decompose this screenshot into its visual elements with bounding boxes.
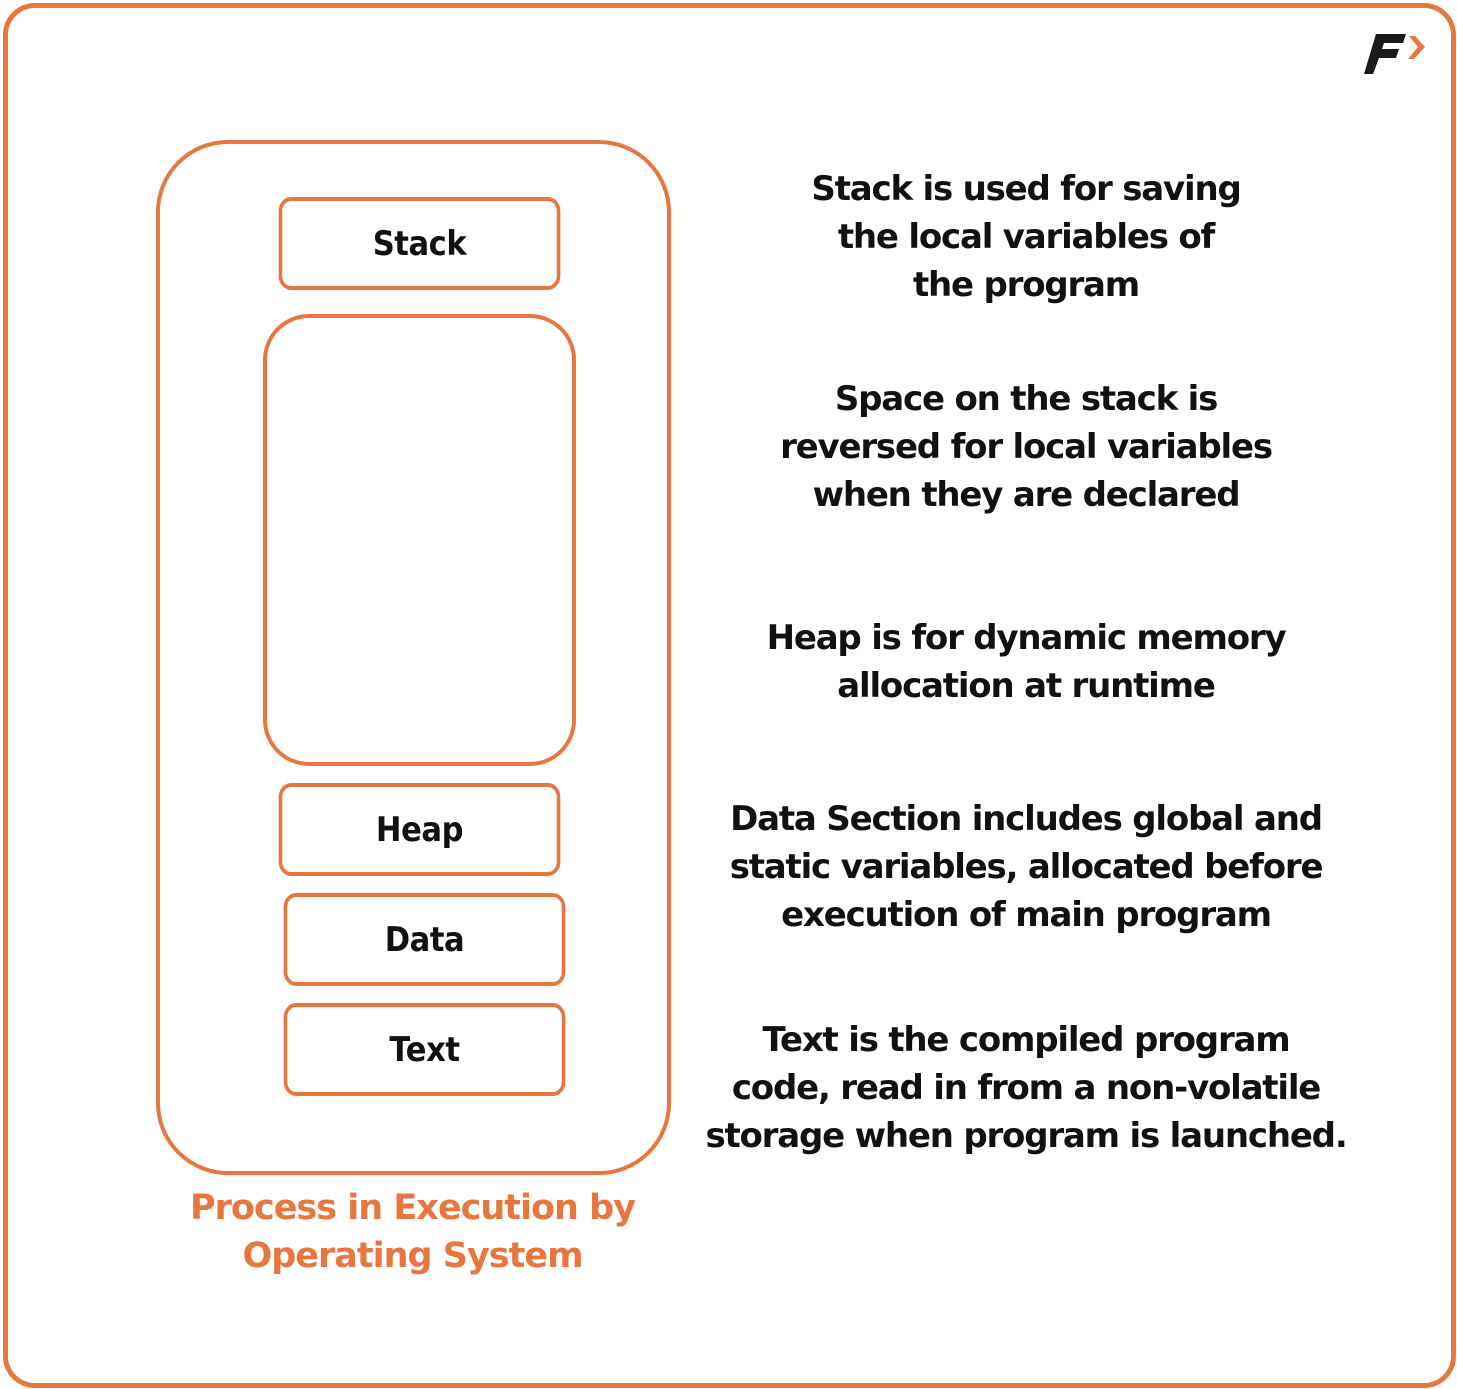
- description-heap: Heap is for dynamic memory allocation at…: [766, 618, 1287, 706]
- segment-data-label: Data: [384, 919, 465, 960]
- description-data: Data Section includes global and static …: [729, 799, 1324, 935]
- process-container: [156, 140, 671, 1175]
- caption-line-2: Operating System: [242, 1236, 583, 1276]
- segment-free-space: [263, 314, 576, 766]
- segment-stack: Stack: [278, 197, 561, 290]
- segment-text: Text: [283, 1003, 566, 1096]
- segment-data: Data: [283, 893, 566, 986]
- outer-frame: [3, 3, 1456, 1388]
- description-stack-space: Space on the stack is reversed for local…: [780, 379, 1273, 515]
- diagram-caption: Process in Execution by Operating System: [160, 1184, 665, 1280]
- segment-stack-label: Stack: [372, 223, 467, 264]
- description-text: Text is the compiled program code, read …: [705, 1020, 1347, 1156]
- f-arrow-logo-icon: [1364, 34, 1425, 74]
- caption-line-1: Process in Execution by: [189, 1188, 636, 1228]
- segment-heap: Heap: [278, 783, 561, 876]
- segment-heap-label: Heap: [375, 809, 464, 850]
- description-stack: Stack is used for saving the local varia…: [811, 169, 1241, 305]
- segment-text-label: Text: [389, 1029, 460, 1070]
